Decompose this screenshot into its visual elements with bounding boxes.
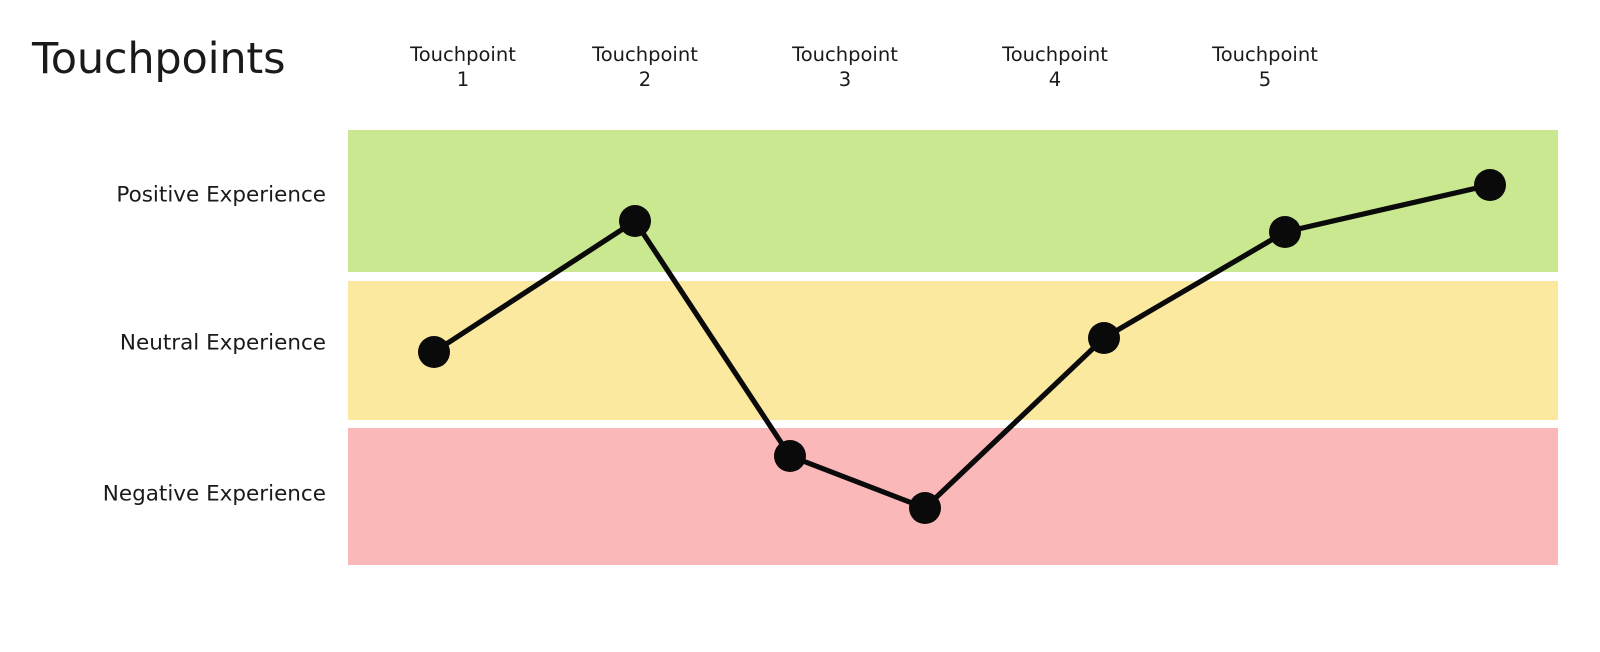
data-point-6[interactable]: [1269, 216, 1301, 248]
column-header-word: Touchpoint: [592, 43, 698, 66]
column-header-number: 1: [456, 67, 470, 91]
experience-band-3: [348, 428, 1558, 565]
column-header-word: Touchpoint: [1002, 43, 1108, 66]
row-label-2: Neutral Experience: [119, 330, 326, 356]
column-header-word: Touchpoint: [792, 43, 898, 66]
data-point-5[interactable]: [1088, 322, 1120, 354]
data-point-7[interactable]: [1474, 169, 1506, 201]
row-label-1: Positive Experience: [116, 182, 326, 208]
column-header-number: 4: [1048, 67, 1062, 91]
column-header-word: Touchpoint: [1212, 43, 1318, 66]
data-point-1[interactable]: [418, 336, 450, 368]
page-title: Touchpoints: [32, 34, 286, 84]
column-header-number: 2: [638, 67, 652, 91]
data-point-3[interactable]: [774, 440, 806, 472]
column-header-number: 3: [838, 67, 852, 91]
data-point-2[interactable]: [619, 205, 651, 237]
row-label-3: Negative Experience: [102, 481, 326, 507]
column-header-word: Touchpoint: [410, 43, 516, 66]
experience-band-2: [348, 281, 1558, 420]
data-point-group: [418, 169, 1506, 524]
column-header-number: 5: [1258, 67, 1272, 91]
data-point-4[interactable]: [909, 492, 941, 524]
experience-band-1: [348, 130, 1558, 272]
journey-line: [431, 182, 1493, 511]
